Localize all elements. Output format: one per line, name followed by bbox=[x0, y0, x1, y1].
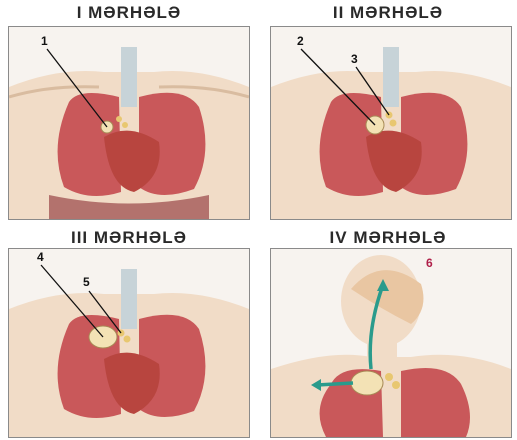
stage-1-title: I MƏRHƏLƏ bbox=[0, 3, 258, 23]
stage-1-lung-illustration: 1 bbox=[9, 27, 249, 219]
stage-2-title: II MƏRHƏLƏ bbox=[259, 3, 517, 23]
tumor bbox=[351, 371, 383, 395]
stage-3-panel: 4 5 bbox=[8, 248, 250, 438]
stage-4-metastasis-illustration: 6 bbox=[271, 249, 511, 437]
stage-2-lung-illustration: 2 3 bbox=[271, 27, 511, 219]
trachea bbox=[121, 269, 137, 329]
lymph-node bbox=[390, 120, 397, 127]
lymph-node bbox=[392, 381, 400, 389]
torso-silhouette bbox=[271, 355, 511, 437]
label-2: 2 bbox=[297, 34, 304, 48]
stage-2-panel: 2 3 bbox=[270, 26, 512, 220]
stage-4-panel: 6 bbox=[270, 248, 512, 438]
label-4: 4 bbox=[37, 250, 44, 264]
label-5: 5 bbox=[83, 275, 90, 289]
label-1: 1 bbox=[41, 34, 48, 48]
stage-1-panel: 1 bbox=[8, 26, 250, 220]
trachea bbox=[383, 47, 399, 107]
stage-3-lung-illustration: 4 5 bbox=[9, 249, 249, 437]
label-6: 6 bbox=[426, 256, 433, 270]
lymph-node bbox=[122, 122, 128, 128]
label-3: 3 bbox=[351, 52, 358, 66]
trachea bbox=[121, 47, 137, 107]
stage-3-title: III MƏRHƏLƏ bbox=[0, 228, 258, 248]
stage-4-title: IV MƏRHƏLƏ bbox=[259, 228, 517, 248]
metastasis-arrow-side bbox=[317, 383, 353, 385]
lymph-node bbox=[385, 373, 393, 381]
lymph-node bbox=[124, 336, 131, 343]
head-silhouette bbox=[341, 255, 423, 361]
lymph-node bbox=[116, 116, 122, 122]
